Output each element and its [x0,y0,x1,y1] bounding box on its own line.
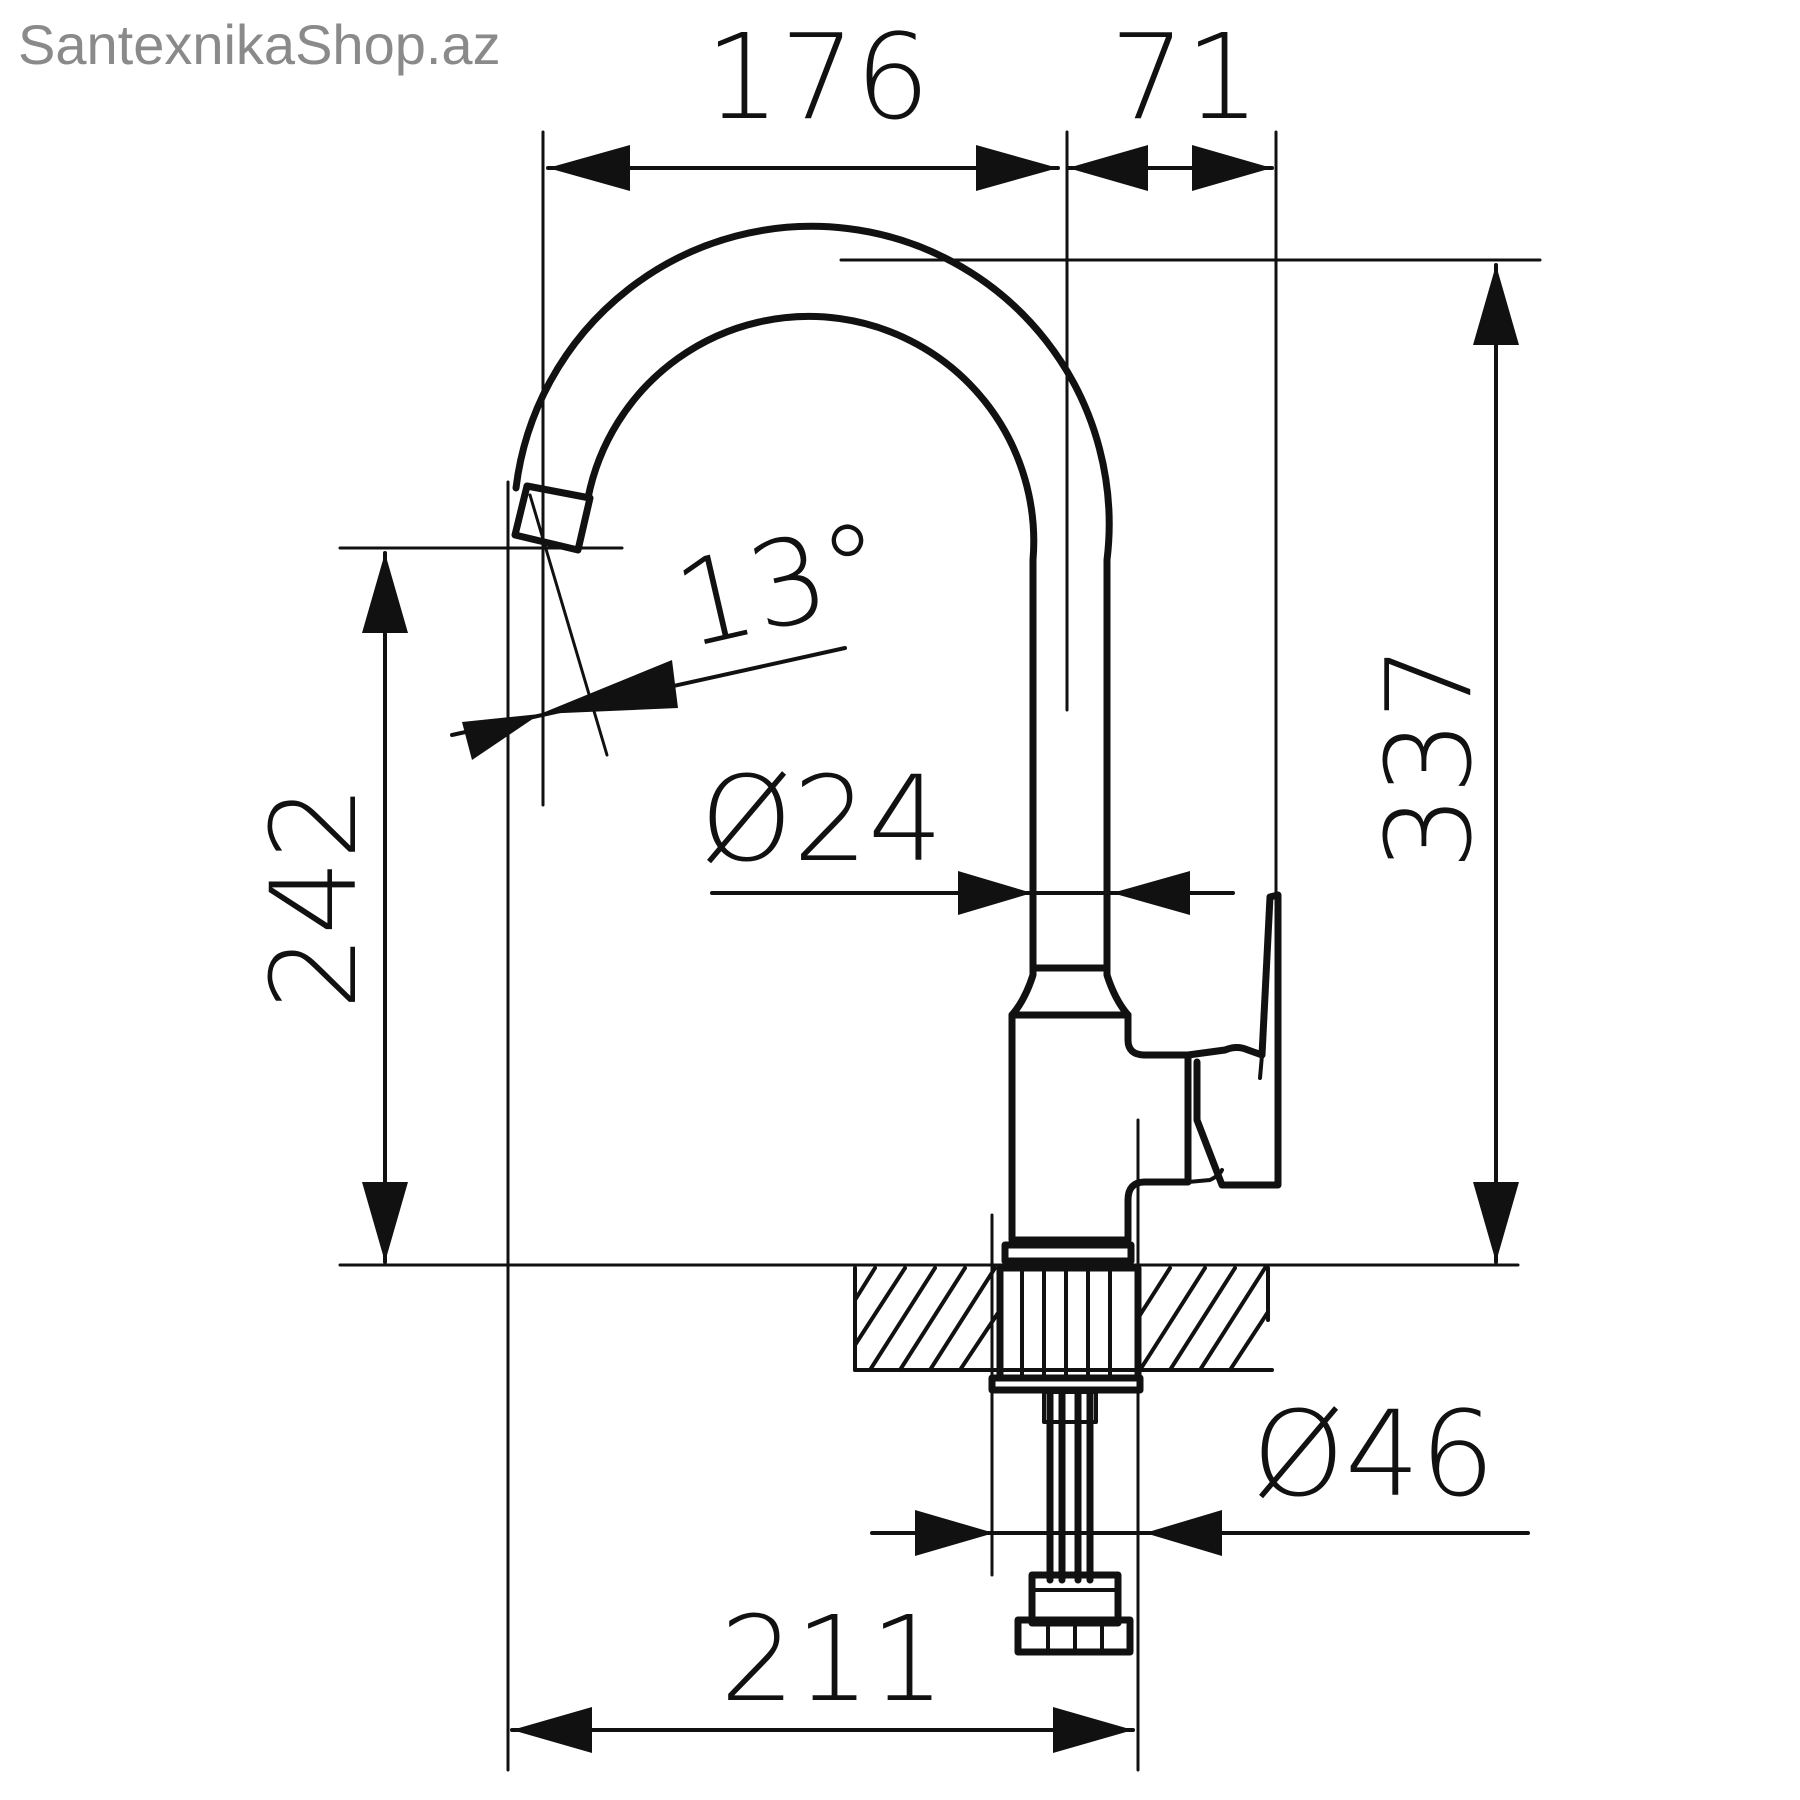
dimension-337: 337 [1360,263,1519,1264]
dim-label-337: 337 [1360,645,1498,870]
dim-label-242: 242 [245,785,383,1010]
dimension-71: 71 [1066,8,1274,191]
dim-label-13-degrees: 13° [663,494,898,676]
watermark-text: SantexnikaShop.az [18,13,501,76]
extension-lines [338,130,1542,1772]
countertop-section [853,1266,1274,1372]
dim-label-211: 211 [720,1590,945,1728]
dimension-diameter-46: Ø46 [870,1385,1530,1556]
dim-label-71: 71 [1110,8,1260,146]
dimension-diameter-24: Ø24 [700,750,1235,915]
dim-label-diameter-46: Ø46 [1252,1385,1495,1523]
dimension-176: 176 [546,8,1060,191]
dimension-211: 211 [510,1590,1135,1753]
dim-label-diameter-24: Ø24 [700,750,943,888]
mounting-shank [988,1264,1144,1656]
faucet-outline [511,222,1282,1265]
dim-label-176: 176 [705,8,930,146]
dimension-242: 242 [245,551,408,1264]
